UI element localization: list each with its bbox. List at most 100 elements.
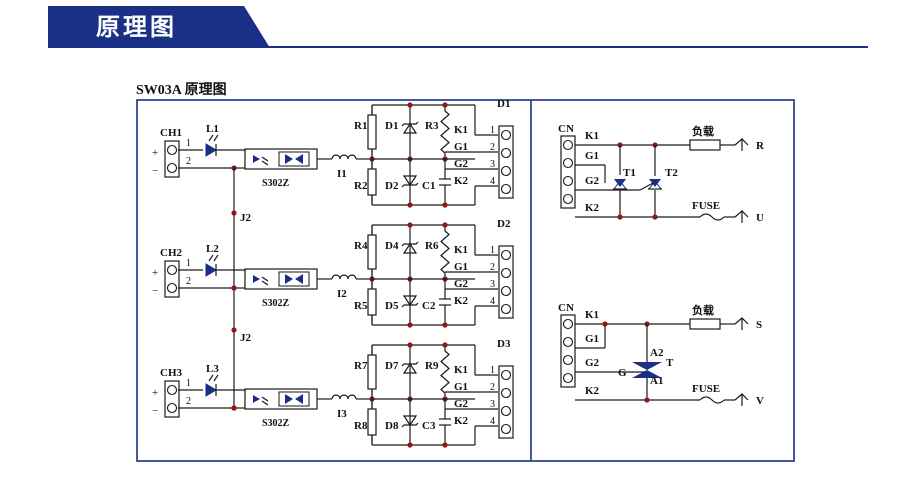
resistor <box>367 114 377 150</box>
load-label: 负载 <box>692 303 714 317</box>
polarity-plus: + <box>152 267 158 279</box>
diode <box>402 122 418 134</box>
inductor-label: I1 <box>337 168 347 180</box>
optocoupler-triac-b <box>295 394 303 404</box>
resistor-label: R2 <box>354 180 368 192</box>
cn-connector-bottom-pin <box>562 372 574 384</box>
output-pin: 1 <box>490 365 495 376</box>
optocoupler-triac-a <box>285 394 293 404</box>
optocoupler-triac-a <box>285 274 293 284</box>
output-connector-pin <box>500 285 512 297</box>
led-label: L1 <box>206 123 219 135</box>
inductor <box>331 394 357 400</box>
cn-connector-bottom <box>560 314 576 388</box>
output-pin: 4 <box>490 416 495 427</box>
cn-pin-label: G2 <box>585 357 600 369</box>
wire <box>261 396 269 402</box>
wire <box>261 400 269 406</box>
diode-bar <box>401 121 419 127</box>
cn-connector-top-pin <box>562 139 574 151</box>
terminal-label: V <box>756 395 764 407</box>
cn-pin-label: K2 <box>585 202 600 214</box>
output-label: K2 <box>454 175 469 187</box>
junction-dot <box>442 442 448 448</box>
junction-dot <box>231 327 237 333</box>
diode-label: D1 <box>385 120 398 132</box>
junction-dot <box>442 222 448 228</box>
junction-dot <box>407 102 413 108</box>
diode-bar <box>401 361 419 367</box>
cn-pin-label: G1 <box>585 150 599 162</box>
output-label: K2 <box>454 415 469 427</box>
connector-label: D2 <box>497 218 511 230</box>
cn-connector-top-pin <box>562 157 574 169</box>
capacitor-label: C2 <box>422 300 436 312</box>
channel-label: CH2 <box>160 247 183 259</box>
junction-dot <box>442 322 448 328</box>
connector-label: D1 <box>497 98 510 110</box>
diode-bar <box>401 302 419 308</box>
cn-connector-top <box>560 135 576 209</box>
diode-label: D5 <box>385 300 399 312</box>
polarity-minus: − <box>152 165 158 177</box>
diode <box>402 362 418 374</box>
output-pin: 1 <box>490 125 495 136</box>
resistor-label: R9 <box>425 360 439 372</box>
output-label: G1 <box>454 141 468 153</box>
cn-pin-label: G1 <box>585 333 599 345</box>
cn-connector-top-pin <box>562 193 574 205</box>
diagram-caption: SW03A 原理图 <box>136 83 227 98</box>
channel-label: CH3 <box>160 367 183 379</box>
output-connector-pin <box>500 267 512 279</box>
input-terminal-ch2-pin <box>166 264 178 276</box>
triac-a <box>632 362 662 370</box>
g-label: G <box>618 367 627 379</box>
output-connector-pin <box>500 303 512 315</box>
load-resistor <box>689 139 721 151</box>
output-pin: 2 <box>490 382 495 393</box>
output-label: K1 <box>454 364 468 376</box>
junction-dot <box>652 214 658 220</box>
triac-b <box>632 370 662 378</box>
output-label: G2 <box>454 158 469 170</box>
output-label: G1 <box>454 381 468 393</box>
optocoupler-led <box>253 275 260 283</box>
led-ray <box>208 254 214 262</box>
output-pin: 1 <box>490 245 495 256</box>
input-terminal-ch3-pin <box>166 402 178 414</box>
led-l2 <box>205 263 217 277</box>
capacitor-label: C3 <box>422 420 436 432</box>
inductor <box>331 274 357 280</box>
header-tab <box>48 6 270 48</box>
cn-pin-label: G2 <box>585 175 600 187</box>
led-ray <box>213 374 219 382</box>
junction-dot <box>407 442 413 448</box>
pin-label: 1 <box>186 378 191 389</box>
junction-dot <box>442 342 448 348</box>
input-terminal-ch3-pin <box>166 384 178 396</box>
cn-label: CN <box>558 123 574 135</box>
channel-label: CH1 <box>160 127 182 139</box>
junction-dot <box>407 202 413 208</box>
cn-pin-label: K2 <box>585 385 600 397</box>
optocoupler-triac <box>278 391 310 407</box>
wire <box>261 156 269 162</box>
output-connector-pin <box>500 369 512 381</box>
diode-bar <box>401 422 419 428</box>
load-resistor <box>689 318 721 330</box>
diode-label: D4 <box>385 240 399 252</box>
diode-label: D2 <box>385 180 399 192</box>
led-ray <box>208 134 214 142</box>
resistor-label: R6 <box>425 240 439 252</box>
junction-dot <box>442 102 448 108</box>
junction-dot <box>442 202 448 208</box>
inductor-label: I2 <box>337 288 347 300</box>
output-connector-pin <box>500 423 512 435</box>
output-label: G2 <box>454 398 469 410</box>
resistor-label: R5 <box>354 300 368 312</box>
polarity-minus: − <box>152 405 158 417</box>
junction-dot <box>602 321 608 327</box>
led-l1 <box>205 143 217 157</box>
fuse <box>699 213 725 221</box>
diagram-frame <box>136 99 795 462</box>
